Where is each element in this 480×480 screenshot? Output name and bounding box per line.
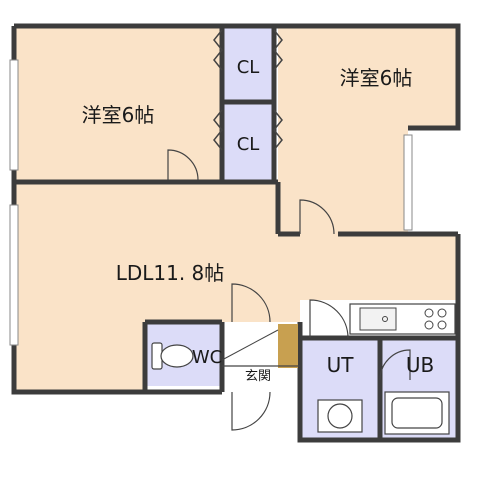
washer-pan bbox=[317, 399, 363, 433]
label-bedroom-left: 洋室6帖 bbox=[82, 103, 155, 127]
label-utility: UT bbox=[327, 353, 355, 377]
label-closet-bottom: CL bbox=[237, 134, 260, 155]
kitchen-counter bbox=[349, 303, 456, 335]
label-bath: UB bbox=[406, 353, 434, 377]
bathtub bbox=[384, 391, 450, 435]
label-ldl: LDL11. 8帖 bbox=[116, 261, 225, 285]
label-wc: WC bbox=[192, 347, 222, 368]
label-entrance: 玄関 bbox=[245, 369, 271, 384]
label-bedroom-right: 洋室6帖 bbox=[340, 66, 413, 90]
toilet-icon bbox=[151, 342, 194, 370]
windows bbox=[9, 59, 413, 346]
door-swings bbox=[167, 149, 411, 431]
bedroom-right-area bbox=[278, 26, 458, 234]
shoe-box bbox=[278, 324, 298, 368]
closet-top-area bbox=[222, 26, 274, 100]
closet-doors bbox=[213, 29, 283, 151]
label-closet-top: CL bbox=[237, 57, 260, 78]
bedroom-left-area bbox=[14, 26, 222, 182]
closet-bottom-area bbox=[222, 104, 274, 180]
entrance-diagonal bbox=[221, 329, 279, 361]
